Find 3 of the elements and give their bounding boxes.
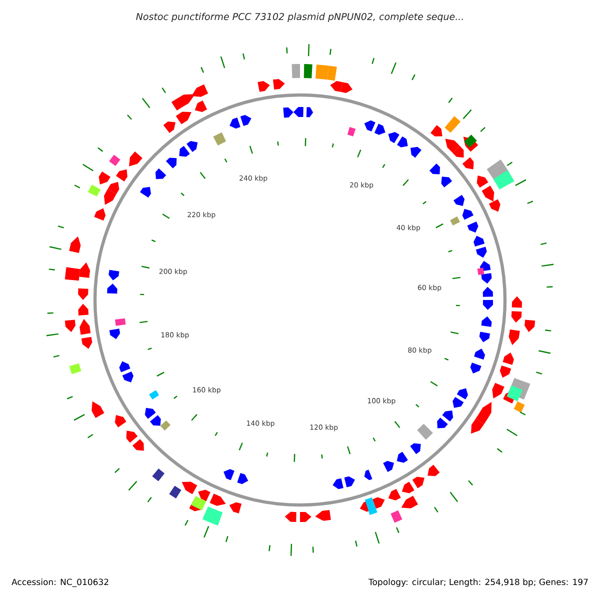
summary-text: Topology: circular; Length: 254,918 bp; Genes: 197 <box>368 578 588 587</box>
accession-text: Accession: NC_010632 <box>12 578 108 588</box>
title: Nostoc punctiforme PCC 73102 plasmid pNPUN02, complete seque... <box>136 12 463 22</box>
